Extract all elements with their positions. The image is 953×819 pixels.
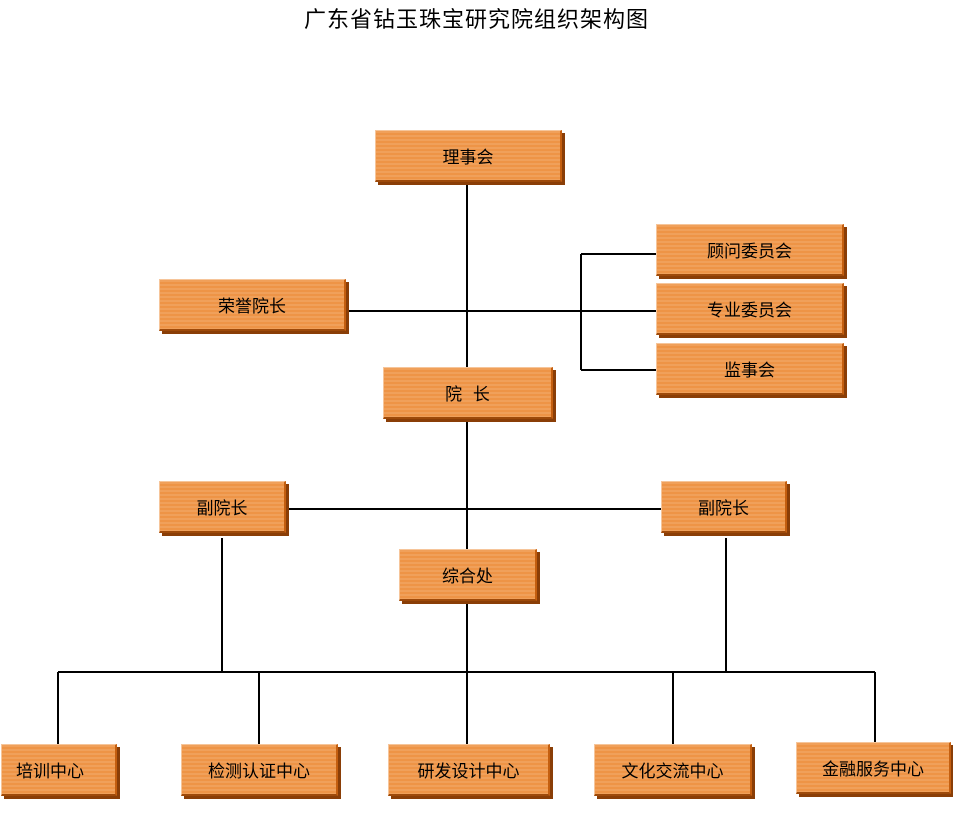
node-testing-center: 检测认证中心 <box>181 744 338 796</box>
node-board: 理事会 <box>375 130 562 182</box>
node-supervisory-board: 监事会 <box>656 343 844 395</box>
node-general-office: 综合处 <box>399 549 537 601</box>
node-expert-committee: 专业委员会 <box>656 283 844 335</box>
node-president: 院 长 <box>383 367 553 419</box>
node-advisory-committee: 顾问委员会 <box>656 224 844 276</box>
node-honorary-president: 荣誉院长 <box>159 279 346 331</box>
page-title: 广东省钻玉珠宝研究院组织架构图 <box>303 8 649 33</box>
node-vice-president-right: 副院长 <box>661 481 787 533</box>
node-finance-center: 金融服务中心 <box>796 742 951 794</box>
node-culture-center: 文化交流中心 <box>594 744 752 796</box>
node-vice-president-left: 副院长 <box>159 481 286 533</box>
node-design-center: 研发设计中心 <box>388 744 550 796</box>
node-training-center: 培训中心 <box>1 744 117 796</box>
